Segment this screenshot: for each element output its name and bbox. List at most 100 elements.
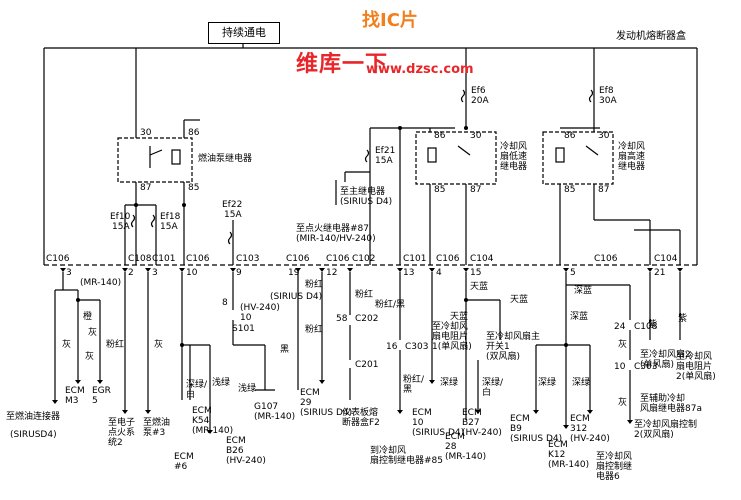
fuse-ef21: Ef21 <box>375 146 396 156</box>
pin-8: 8 <box>222 298 228 308</box>
pin-15: 15 <box>470 268 482 278</box>
watermark-url: www.dzsc.com <box>366 62 474 77</box>
dest-fan-ctrl2: 至冷却风扇控制 2(双风扇) <box>634 420 698 440</box>
pin-24: 24 <box>614 322 626 332</box>
wire-gray-egr: 灰 <box>85 352 95 362</box>
connector-s101: S101 <box>232 324 255 334</box>
connector-c106-a: C106 <box>46 254 70 264</box>
pin-86-high: 86 <box>564 131 576 141</box>
connector-c103: C103 <box>236 254 260 264</box>
fuse-ef10: Ef10 <box>110 212 131 222</box>
pin-12: 12 <box>326 268 338 278</box>
connector-c303-b: C303 <box>634 362 658 372</box>
connector-c102: C102 <box>352 254 376 264</box>
pin-10c: 10 <box>614 362 626 372</box>
dest-fuel-pump: 至燃油 泵#3 <box>143 418 171 438</box>
wire-pink-c102: 粉红 <box>355 290 374 300</box>
connector-c106-c: C106 <box>286 254 310 264</box>
relay-fuel-pump: 燃油泵继电器 <box>198 154 253 164</box>
label-ignition-relay: 至点火继电器#87 <box>296 224 369 234</box>
connector-c202: C202 <box>355 314 379 324</box>
dest-ecm-29: ECM 29 (SIRIUS D4) <box>300 388 353 418</box>
connector-c104-a: C104 <box>470 254 494 264</box>
fuse-ef18-amp: 15A <box>160 222 178 232</box>
pin-3: 3 <box>66 268 72 278</box>
dest-fan-resistor2: 至冷却风 扇电阻片 2(单风扇) <box>676 352 716 382</box>
pin-19: 19 <box>288 268 300 278</box>
dest-ecm-b26: ECM B26 (HV-240) <box>226 436 266 466</box>
fuse-ef8-amp: 30A <box>599 96 617 106</box>
wire-deepgreen-white: 深绿/ 白 <box>186 380 208 400</box>
fuse-box-title: 发动机熔断器盒 <box>616 31 686 42</box>
wire-deepgreen3: 深绿 <box>572 378 591 388</box>
pin-87-fuel: 87 <box>140 183 152 193</box>
pin-21: 21 <box>654 268 666 278</box>
connector-c303-a: C303 <box>405 342 429 352</box>
dest-ecm-b27: ECM B27 (HV-240) <box>462 408 502 438</box>
wire-black: 黑 <box>280 345 290 355</box>
label-ignition-relay-ver: (MIR-140/HV-240) <box>296 234 376 244</box>
dest-fan-ctrl-relay6: 至冷却风 扇控制继 电器6 <box>596 452 633 482</box>
wire-purple2: 紫 <box>678 314 688 324</box>
wire-lightgreen2: 浅绿 <box>238 384 257 394</box>
wire-orange: 橙 <box>83 312 93 322</box>
dest-fan-ctrl-relay-85: 到冷却风 扇控制继电器#85 <box>370 446 443 466</box>
wire-deepgreen: 深绿 <box>440 378 459 388</box>
dest-ecm-28: ECM 28 (MR-140) <box>445 432 487 462</box>
wire-deep-blue: 深蓝 <box>574 286 593 296</box>
power-supply-box: 持续通电 <box>208 22 280 44</box>
dest-instrument-fuse: 仪表板熔 断器盒F2 <box>342 408 380 428</box>
dest-ecm-k54: ECM K54 (MR-140) <box>192 406 234 436</box>
pin-10: 10 <box>186 268 198 278</box>
wire-gray5: 灰 <box>618 398 628 408</box>
fuse-ef18: Ef18 <box>160 212 181 222</box>
dest-ecm-k12: ECM K12 (MR-140) <box>548 440 590 470</box>
pin-87-low: 87 <box>470 185 482 195</box>
dest-fuel-connector: 至燃油连接器 <box>6 412 61 422</box>
relay-fan-low: 冷却风 扇低速 继电器 <box>500 142 528 172</box>
wire-deep-blue2: 深蓝 <box>570 312 589 322</box>
connector-c101-b: C101 <box>403 254 427 264</box>
watermark-brand: 维库一下 <box>296 52 389 77</box>
fuse-ef6-amp: 20A <box>471 96 489 106</box>
pin-86-low: 86 <box>434 131 446 141</box>
dest-egr: EGR 5 <box>92 386 111 406</box>
wire-sky-blue3: 天蓝 <box>450 312 469 322</box>
pin-85-fuel: 85 <box>188 183 200 193</box>
connector-c106-e: C106 <box>436 254 460 264</box>
dest-ecm-6: ECM #6 <box>174 452 194 472</box>
pin-2: 2 <box>128 268 134 278</box>
dest-fan2-single: 至冷却风扇2 (单风扇) <box>640 350 691 370</box>
dest-ecm-m3: ECM M3 <box>65 386 85 406</box>
fuse-ef8: Ef8 <box>599 86 614 96</box>
label-sirius-d4-a: (SIRIUS D4) <box>270 292 323 302</box>
wire-gray: 灰 <box>88 328 98 338</box>
dest-ecm-b9: ECM B9 (SIRIUS D4) <box>510 414 563 444</box>
wire-gray2: 灰 <box>62 340 72 350</box>
fuse-ef22: Ef22 <box>222 200 243 210</box>
wire-purple: 紫 <box>648 320 658 330</box>
label-main-relay: 至主继电器 <box>340 187 386 197</box>
connector-c106-d: C106 <box>326 254 350 264</box>
label-mr140-a: (MR-140) <box>80 278 122 288</box>
wire-deepgreen2: 深绿 <box>538 378 557 388</box>
pin-5: 5 <box>570 268 576 278</box>
watermark-logo: 找IC片 <box>362 10 418 31</box>
wire-pink2: 粉红 <box>305 280 324 290</box>
connector-c101-a: C101 <box>152 254 176 264</box>
pin-16: 16 <box>386 342 398 352</box>
wire-lightgreen: 浅绿 <box>212 378 231 388</box>
dest-g107: G107 (MR-140) <box>254 402 296 422</box>
connector-c201: C201 <box>355 360 379 370</box>
pin-3b: 3 <box>152 268 158 278</box>
dest-ecm-312: ECM 312 (HV-240) <box>570 414 610 444</box>
pin-85-low: 85 <box>434 185 446 195</box>
pin-10b: 10 <box>240 313 252 323</box>
pin-58: 58 <box>336 314 348 324</box>
wire-pink-black2: 粉红/ 黑 <box>403 375 425 395</box>
dest-ecm-10: ECM 10 (SIRIUS D4) <box>412 408 465 438</box>
fuse-ef22-amp: 15A <box>224 210 242 220</box>
wire-sky-blue2: 天蓝 <box>510 295 529 305</box>
